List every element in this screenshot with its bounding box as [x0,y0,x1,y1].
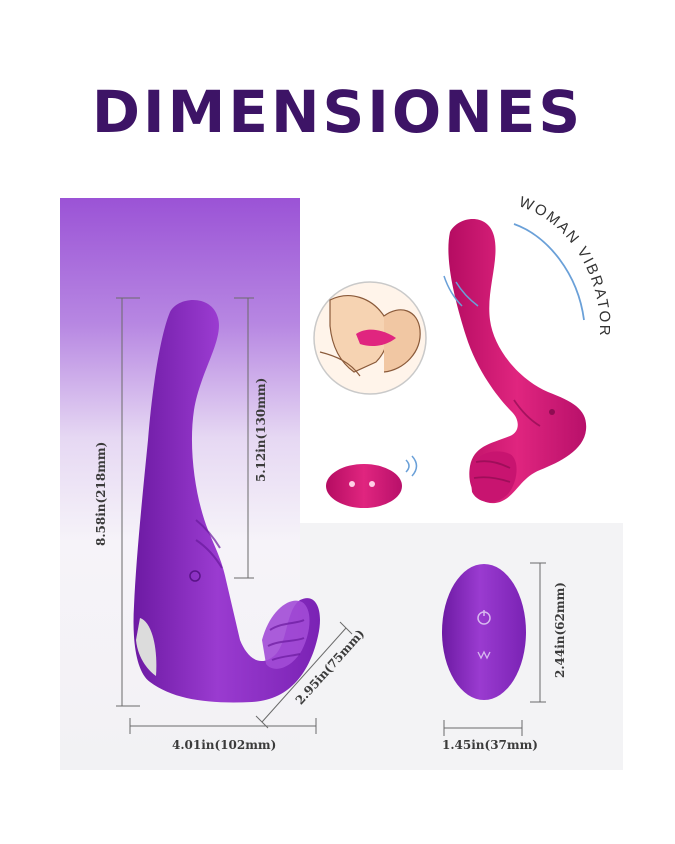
dimension-lines [116,297,546,736]
remote-width-label: 1.45in(37mm) [442,738,538,752]
magenta-remote-image [326,455,418,508]
shaft-length-label: 5.12in(130mm) [254,377,268,482]
remote-control-image [442,564,526,700]
width-label: 4.01in(102mm) [172,738,277,752]
badge-text: WOMAN VIBRATOR [517,194,614,338]
total-length-label: 8.58in(218mm) [94,441,108,546]
page-title: DIMENSIONES [91,78,584,146]
remote-height-label: 2.44in(62mm) [553,582,567,678]
purple-product-image [133,299,320,703]
usage-illustration [313,281,427,395]
magenta-product-image [443,219,587,504]
